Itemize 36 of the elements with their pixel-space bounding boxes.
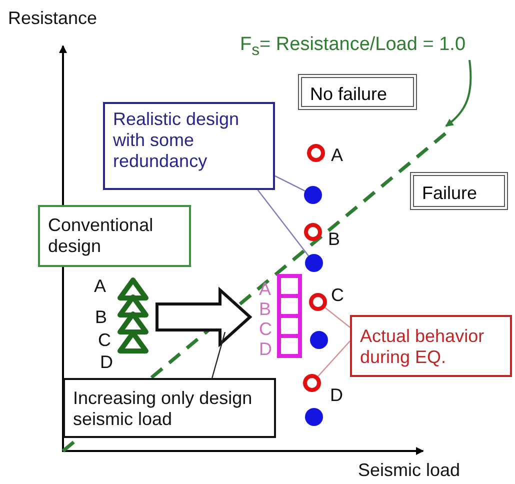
callout-box: Realistic design with some redundancy — [103, 102, 275, 190]
leader-line — [318, 340, 350, 377]
point-letter: D — [259, 339, 272, 359]
dot-marker — [305, 408, 323, 426]
ring-marker — [307, 144, 325, 162]
point-letter: A — [259, 279, 272, 299]
point-letter: C — [98, 330, 111, 350]
dot-marker — [310, 331, 328, 349]
leader-line — [257, 190, 309, 256]
leader-line — [274, 175, 306, 192]
dot-marker — [305, 254, 323, 272]
point-letter: B — [328, 229, 340, 249]
region-label: Failure — [410, 172, 508, 210]
region-label: No failure — [298, 74, 417, 110]
dot-marker — [304, 186, 322, 204]
point-letter: C — [331, 285, 344, 305]
point-letter: C — [259, 319, 272, 339]
point-letter: B — [95, 307, 108, 327]
point-letter: A — [94, 276, 106, 296]
callout-box: Actual behavior during EQ. — [350, 315, 512, 377]
point-letter: B — [259, 299, 272, 319]
axis-title: Seismic load — [358, 460, 460, 480]
ring-marker — [304, 223, 322, 241]
ring-marker — [309, 293, 327, 311]
point-letter: D — [100, 352, 113, 372]
callout-box: Conventional design — [38, 205, 191, 267]
axis-title: Resistance — [8, 8, 98, 28]
arrow — [445, 60, 472, 127]
leader-line — [324, 307, 350, 328]
ring-marker — [303, 374, 321, 392]
callout-box: Increasing only design seismic load — [63, 378, 276, 438]
point-letter: D — [330, 385, 343, 405]
block-arrow — [156, 286, 252, 348]
leader-line — [212, 332, 226, 378]
point-letter: A — [331, 145, 344, 165]
square-markers — [277, 274, 302, 358]
